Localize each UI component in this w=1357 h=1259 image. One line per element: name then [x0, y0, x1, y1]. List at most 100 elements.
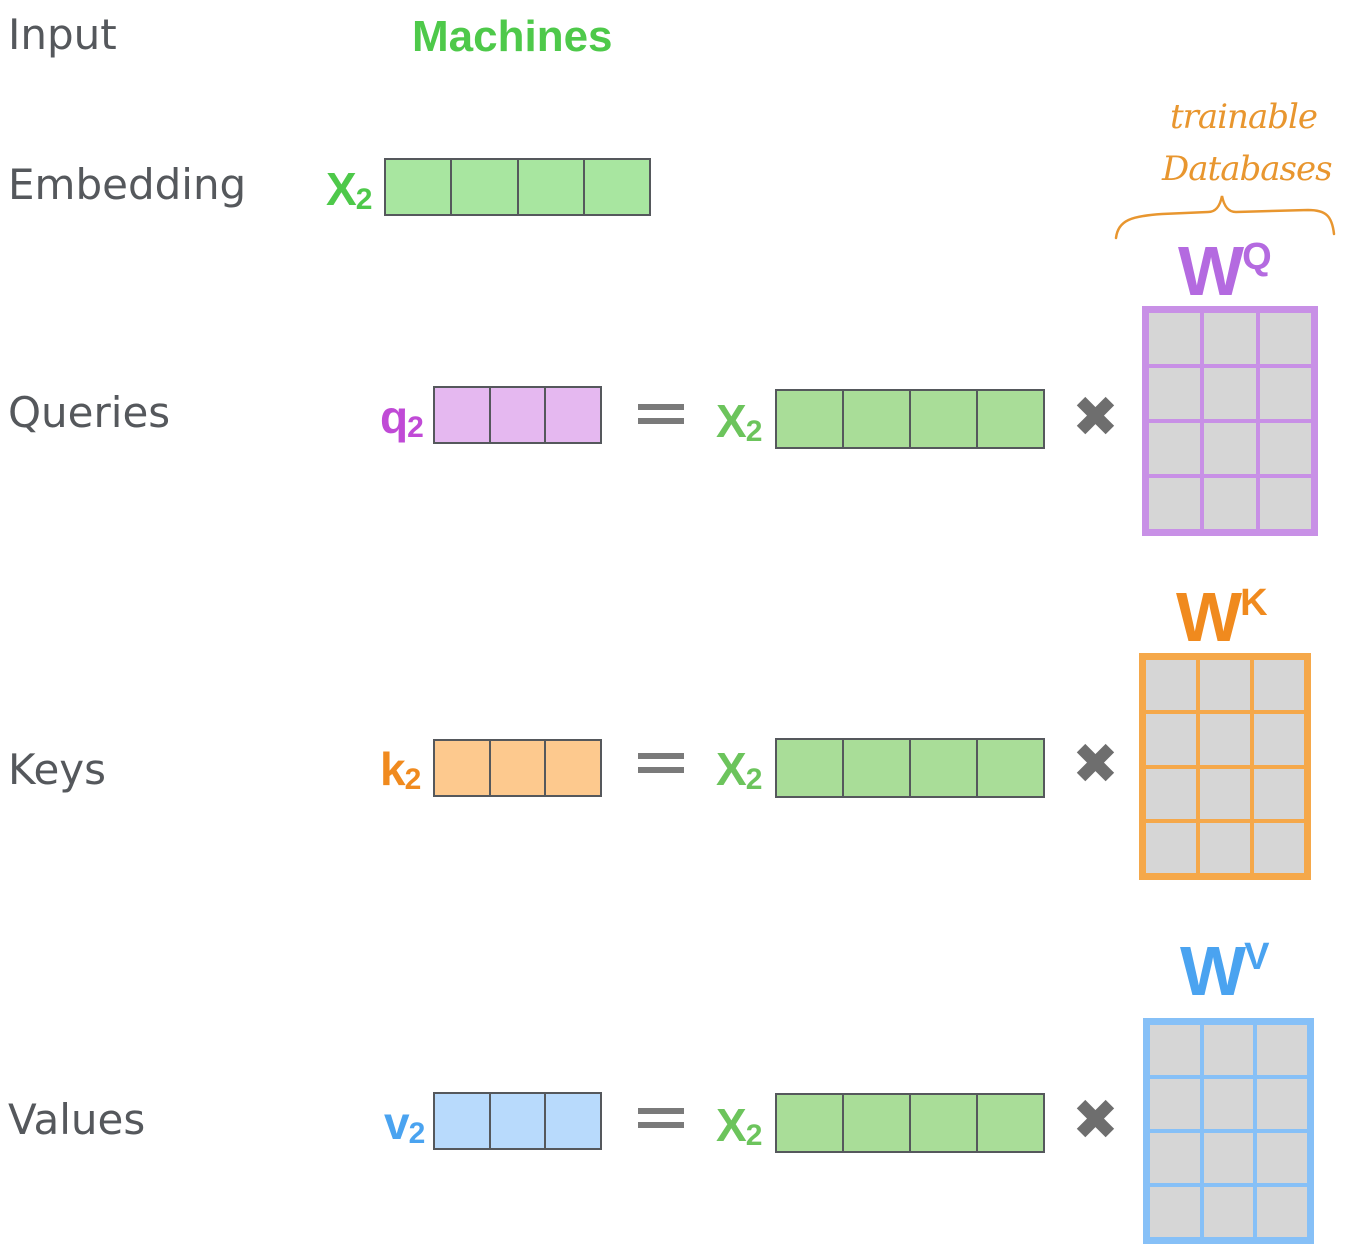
embedding-vector — [384, 158, 651, 216]
row-label-keys: Keys — [8, 745, 107, 794]
matrix-cell — [1148, 1077, 1202, 1131]
vector-cell — [978, 740, 1043, 796]
k-subscript: 2 — [404, 763, 422, 796]
vector-cell — [777, 391, 844, 447]
w-symbol: W — [1178, 232, 1244, 310]
x-subscript: 2 — [745, 763, 763, 796]
vector-cell — [386, 160, 453, 214]
matrix-cell — [1202, 476, 1258, 531]
vector-cell — [435, 741, 491, 795]
matrix-cell — [1252, 766, 1306, 821]
matrix-cell — [1148, 1023, 1202, 1077]
vector-cell — [911, 1095, 978, 1151]
x-symbol: X — [716, 743, 747, 795]
wq-label: WQ — [1178, 236, 1272, 306]
matrix-cell — [1201, 1077, 1256, 1131]
equals-sign — [638, 1108, 684, 1128]
vector-cell — [844, 391, 911, 447]
w-symbol: W — [1180, 932, 1246, 1010]
k-symbol: k — [380, 743, 406, 795]
embedding-x2-label: X2 — [326, 162, 373, 217]
key-x2-label: X2 — [716, 742, 763, 797]
wv-matrix — [1143, 1018, 1314, 1244]
q-symbol: q — [380, 391, 408, 443]
vector-cell — [546, 388, 600, 442]
matrix-cell — [1198, 766, 1252, 821]
matrix-cell — [1147, 476, 1203, 531]
matrix-cell — [1255, 1185, 1309, 1239]
multiply-sign: ✖ — [1072, 732, 1119, 797]
wq-superscript: Q — [1242, 236, 1272, 278]
matrix-cell — [1144, 766, 1198, 821]
annotation-line-2: Databases — [1162, 149, 1333, 189]
vector-cell — [519, 160, 585, 214]
vector-cell — [585, 160, 649, 214]
query-q2-label: q2 — [380, 390, 424, 445]
row-label-embedding: Embedding — [8, 160, 247, 209]
value-v2-label: v2 — [384, 1096, 426, 1151]
x-subscript: 2 — [745, 1119, 763, 1152]
x-subscript: 2 — [355, 183, 373, 216]
input-word: Machines — [412, 12, 613, 61]
matrix-cell — [1201, 1023, 1256, 1077]
matrix-cell — [1255, 1077, 1309, 1131]
query-x2-label: X2 — [716, 394, 763, 449]
v-symbol: v — [384, 1097, 410, 1149]
w-symbol: W — [1176, 578, 1242, 656]
v-subscript: 2 — [408, 1117, 426, 1150]
query-vector — [433, 386, 602, 444]
matrix-cell — [1202, 421, 1258, 476]
matrix-cell — [1257, 311, 1313, 366]
annotation-brace — [1114, 195, 1336, 240]
wv-label: WV — [1180, 936, 1269, 1006]
matrix-cell — [1198, 820, 1252, 875]
wq-matrix — [1142, 306, 1318, 536]
matrix-cell — [1255, 1131, 1309, 1185]
vector-cell — [844, 1095, 911, 1151]
matrix-cell — [1147, 311, 1203, 366]
x-symbol: X — [716, 1099, 747, 1151]
matrix-cell — [1148, 1185, 1202, 1239]
matrix-cell — [1144, 658, 1198, 713]
matrix-cell — [1198, 658, 1252, 713]
matrix-cell — [1202, 366, 1258, 421]
wk-label: WK — [1176, 582, 1268, 652]
matrix-cell — [1148, 1131, 1202, 1185]
matrix-cell — [1201, 1131, 1256, 1185]
vector-cell — [777, 1095, 844, 1151]
wv-superscript: V — [1244, 936, 1270, 978]
key-x-vector — [775, 738, 1045, 798]
value-x2-label: X2 — [716, 1098, 763, 1153]
matrix-cell — [1201, 1185, 1256, 1239]
vector-cell — [491, 741, 547, 795]
q-subscript: 2 — [407, 411, 424, 444]
annotation-line-1: trainable — [1170, 97, 1318, 137]
vector-cell — [491, 1094, 547, 1148]
vector-cell — [978, 391, 1043, 447]
key-k2-label: k2 — [380, 742, 422, 797]
vector-cell — [546, 741, 600, 795]
vector-cell — [491, 388, 547, 442]
x-symbol: X — [716, 395, 747, 447]
row-label-queries: Queries — [8, 388, 171, 437]
vector-cell — [978, 1095, 1043, 1151]
vector-cell — [844, 740, 911, 796]
matrix-cell — [1252, 712, 1306, 767]
equals-sign — [638, 753, 684, 773]
multiply-sign: ✖ — [1072, 385, 1119, 450]
matrix-cell — [1198, 712, 1252, 767]
matrix-cell — [1257, 476, 1313, 531]
x-symbol: X — [326, 163, 357, 215]
equals-sign — [638, 404, 684, 424]
matrix-cell — [1144, 820, 1198, 875]
value-vector — [433, 1092, 602, 1150]
matrix-cell — [1202, 311, 1258, 366]
matrix-cell — [1147, 421, 1203, 476]
vector-cell — [777, 740, 844, 796]
multiply-sign: ✖ — [1072, 1088, 1119, 1153]
value-x-vector — [775, 1093, 1045, 1153]
key-vector — [433, 739, 602, 797]
wk-superscript: K — [1240, 582, 1268, 624]
matrix-cell — [1255, 1023, 1309, 1077]
x-subscript: 2 — [745, 415, 763, 448]
